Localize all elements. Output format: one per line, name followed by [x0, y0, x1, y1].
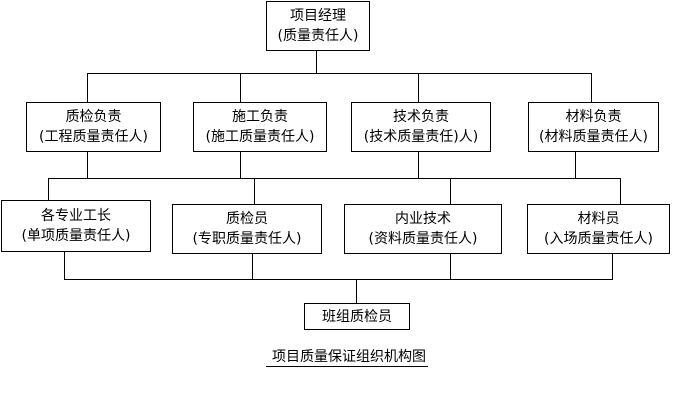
node-role: (单项质量责任人): [21, 228, 131, 244]
node-title: 材料员: [577, 211, 620, 227]
node-title: 质检负责: [65, 109, 122, 125]
node-role: (材料质量责任人): [539, 129, 648, 145]
node-title: 技术负责: [393, 109, 449, 125]
node-foreman: 各专业工长 (单项质量责任人): [1, 200, 151, 252]
node-team-inspector: 班组质检员: [304, 303, 410, 330]
node-title: 施工负责: [232, 109, 288, 125]
node-title: 班组质检员: [322, 308, 392, 325]
diagram-caption: 项目质量保证组织机构图: [266, 348, 428, 367]
node-construction-lead: 施工负责 (施工质量责任人): [193, 102, 327, 152]
node-project-manager: 项目经理 (质量责任人): [266, 1, 370, 51]
node-material-lead: 材料负责 (材料质量责任人): [528, 102, 659, 152]
node-documentation: 内业技术 (资料质量责任人): [344, 204, 502, 254]
node-role: (质量责任人): [277, 28, 359, 44]
node-role: (工程质量责任人): [39, 129, 148, 145]
node-role: (入场质量责任人): [544, 231, 653, 247]
node-title: 材料负责: [565, 109, 622, 125]
node-role: (专职质量责任人): [192, 231, 302, 247]
node-title: 项目经理: [290, 8, 346, 24]
node-title: 质检员: [226, 211, 268, 227]
node-role: (施工质量责任人): [205, 129, 315, 145]
node-role: (技术质量责任)人): [363, 129, 479, 145]
node-technical-lead: 技术负责 (技术质量责任)人): [351, 102, 491, 152]
node-role: (资料质量责任人): [368, 231, 478, 247]
node-quality-lead: 质检负责 (工程质量责任人): [26, 102, 161, 152]
node-material-clerk: 材料员 (入场质量责任人): [527, 204, 670, 254]
node-title: 各专业工长: [41, 208, 111, 224]
node-title: 内业技术: [395, 211, 451, 227]
node-quality-inspector: 质检员 (专职质量责任人): [172, 204, 322, 254]
